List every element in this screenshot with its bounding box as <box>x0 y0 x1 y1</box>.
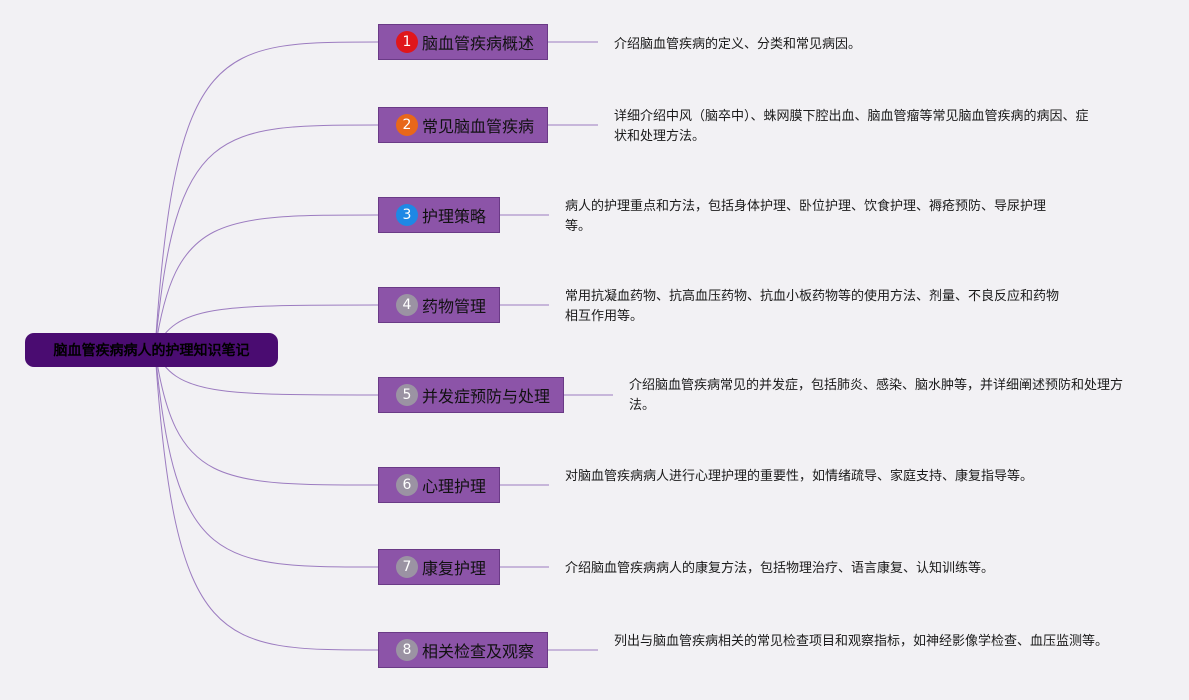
branch-connector-line <box>154 349 379 568</box>
branch-description: 介绍脑血管疾病的定义、分类和常见病因。 <box>614 37 862 52</box>
branch-topic-complications[interactable]: 5 并发症预防与处理 <box>378 377 564 413</box>
number-badge-icon: 3 <box>396 204 418 226</box>
branch-description: 介绍脑血管疾病病人的康复方法，包括物理治疗、语言康复、认知训练等。 <box>565 561 995 576</box>
branch-topic-label: 并发症预防与处理 <box>422 387 551 406</box>
number-badge-icon: 4 <box>396 294 418 316</box>
branch-description: 病人的护理重点和方法，包括身体护理、卧位护理、饮食护理、褥疮预防、导尿护理等。 <box>565 199 1047 234</box>
branch-description: 介绍脑血管疾病常见的并发症，包括肺炎、感染、脑水肿等，并详细阐述预防和处理方法。 <box>629 378 1124 413</box>
branch-topic-label: 药物管理 <box>422 297 487 316</box>
number-badge-icon: 5 <box>396 384 418 406</box>
number-badge-icon: 1 <box>396 31 418 53</box>
branch-topic-label: 脑血管疾病概述 <box>422 34 535 53</box>
root-topic[interactable]: 脑血管疾病病人的护理知识笔记 <box>25 333 278 367</box>
branch-description: 对脑血管疾病病人进行心理护理的重要性，如情绪疏导、家庭支持、康复指导等。 <box>565 469 1034 484</box>
branch-topic-medication[interactable]: 4 药物管理 <box>378 287 500 323</box>
branch-description: 常用抗凝血药物、抗高血压药物、抗血小板药物等的使用方法、剂量、不良反应和药物相互… <box>565 289 1060 324</box>
number-badge-icon: 2 <box>396 114 418 136</box>
branch-topic-label: 相关检查及观察 <box>422 642 535 661</box>
branch-topic-psychological[interactable]: 6 心理护理 <box>378 467 500 503</box>
branch-connector-line <box>154 41 379 351</box>
branch-description: 详细介绍中风（脑卒中）、蛛网膜下腔出血、脑血管瘤等常见脑血管疾病的病因、症状和处… <box>614 109 1089 144</box>
branch-topic-label: 心理护理 <box>422 477 487 496</box>
branch-topic-overview[interactable]: 1 脑血管疾病概述 <box>378 24 548 60</box>
branch-topic-rehabilitation[interactable]: 7 康复护理 <box>378 549 500 585</box>
root-topic-label: 脑血管疾病病人的护理知识笔记 <box>53 343 250 359</box>
branch-topic-examinations[interactable]: 8 相关检查及观察 <box>378 632 548 668</box>
branch-connector-line <box>154 349 379 651</box>
branch-connector-line <box>154 214 379 351</box>
branch-topic-nursing-strategy[interactable]: 3 护理策略 <box>378 197 500 233</box>
number-badge-icon: 8 <box>396 639 418 661</box>
branch-topic-label: 护理策略 <box>422 207 487 226</box>
branch-topic-label: 常见脑血管疾病 <box>422 117 535 136</box>
branch-topic-common-diseases[interactable]: 2 常见脑血管疾病 <box>378 107 548 143</box>
branch-topic-label: 康复护理 <box>422 559 487 578</box>
number-badge-icon: 6 <box>396 474 418 496</box>
branch-description: 列出与脑血管疾病相关的常见检查项目和观察指标，如神经影像学检查、血压监测等。 <box>614 634 1109 649</box>
branch-connector-line <box>154 124 379 351</box>
number-badge-icon: 7 <box>396 556 418 578</box>
branch-connector-line <box>154 349 379 486</box>
